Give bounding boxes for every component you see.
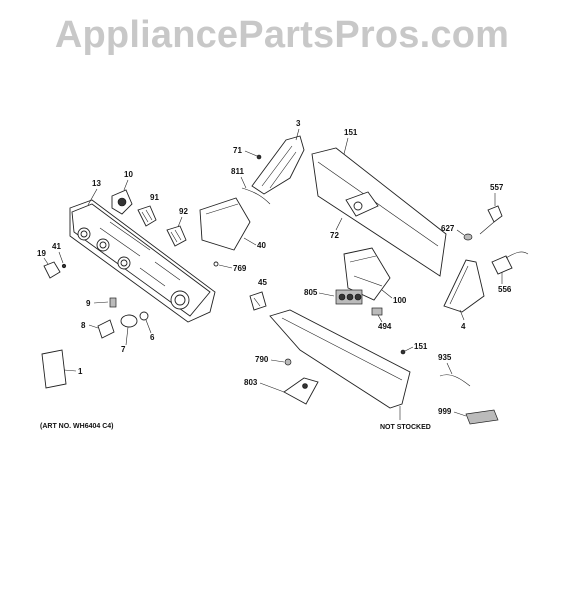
end-cap-part-4[interactable]: [443, 259, 485, 313]
callout-494: 494: [378, 322, 392, 331]
callout-3: 3: [296, 119, 301, 128]
callout-10: 10: [124, 170, 133, 179]
callout-811: 811: [231, 167, 244, 176]
callout-72: 72: [330, 231, 339, 240]
callout-557: 557: [490, 183, 504, 192]
part-803[interactable]: [283, 377, 319, 405]
callout-71: 71: [233, 146, 242, 155]
callout-6: 6: [150, 333, 155, 342]
callout-19: 19: [37, 249, 46, 258]
callout-7: 7: [121, 345, 126, 354]
part-999[interactable]: [465, 409, 499, 425]
callout-92: 92: [179, 207, 188, 216]
callout-803: 803: [244, 378, 258, 387]
timer-part-10[interactable]: [111, 189, 133, 215]
switch-part-45[interactable]: [249, 291, 267, 311]
switch-part-92[interactable]: [166, 225, 187, 247]
watermark-logo: AppliancePartsPros.com: [54, 14, 510, 56]
callout-151-top: 151: [344, 128, 358, 137]
callout-556: 556: [498, 285, 512, 294]
callout-151-lower: 151: [414, 342, 428, 351]
backsplash-part-72[interactable]: [311, 147, 447, 277]
not-stocked-note: NOT STOCKED: [380, 424, 431, 431]
callout-4: 4: [461, 322, 466, 331]
callout-805: 805: [304, 288, 318, 297]
wire-part-935[interactable]: [439, 374, 471, 387]
callout-45: 45: [258, 278, 267, 287]
callout-999: 999: [438, 407, 452, 416]
harness-part-811[interactable]: [241, 187, 271, 205]
valve-part-805[interactable]: [335, 289, 363, 305]
sensor-part-557[interactable]: [479, 205, 503, 235]
callout-13: 13: [92, 179, 101, 188]
cover-part-40[interactable]: [199, 197, 251, 251]
knob-part-19[interactable]: [43, 261, 61, 279]
rail-part-bottom[interactable]: [269, 309, 411, 409]
switch-part-91[interactable]: [137, 205, 157, 227]
screw-part-71[interactable]: [256, 154, 262, 160]
part-627[interactable]: [463, 233, 473, 241]
callout-40: 40: [257, 241, 266, 250]
callout-769: 769: [233, 264, 247, 273]
callout-790: 790: [255, 355, 269, 364]
clip-part-41[interactable]: [61, 263, 67, 269]
callout-935: 935: [438, 353, 452, 362]
part-6[interactable]: [139, 311, 149, 321]
callout-9: 9: [86, 299, 91, 308]
callout-627: 627: [441, 224, 455, 233]
control-board-part-100[interactable]: [343, 247, 391, 301]
end-cap-part-3[interactable]: [251, 135, 305, 195]
part-494[interactable]: [371, 307, 383, 316]
part-769[interactable]: [213, 261, 219, 267]
callout-8: 8: [81, 321, 86, 330]
manual-part-1[interactable]: [41, 349, 67, 389]
control-panel-part-13[interactable]: [69, 199, 216, 323]
callout-100: 100: [393, 296, 407, 305]
callout-1: 1: [78, 367, 83, 376]
part-9[interactable]: [109, 297, 117, 308]
art-number-note: (ART NO. WH6404 C4): [40, 423, 114, 430]
lid-switch-part-556[interactable]: [491, 251, 529, 275]
screw-part-151-lower[interactable]: [400, 349, 406, 355]
callout-91: 91: [150, 193, 159, 202]
knob-part-8[interactable]: [97, 319, 115, 339]
part-790[interactable]: [284, 358, 292, 366]
knob-part-7[interactable]: [120, 314, 138, 328]
callout-41: 41: [52, 242, 61, 251]
